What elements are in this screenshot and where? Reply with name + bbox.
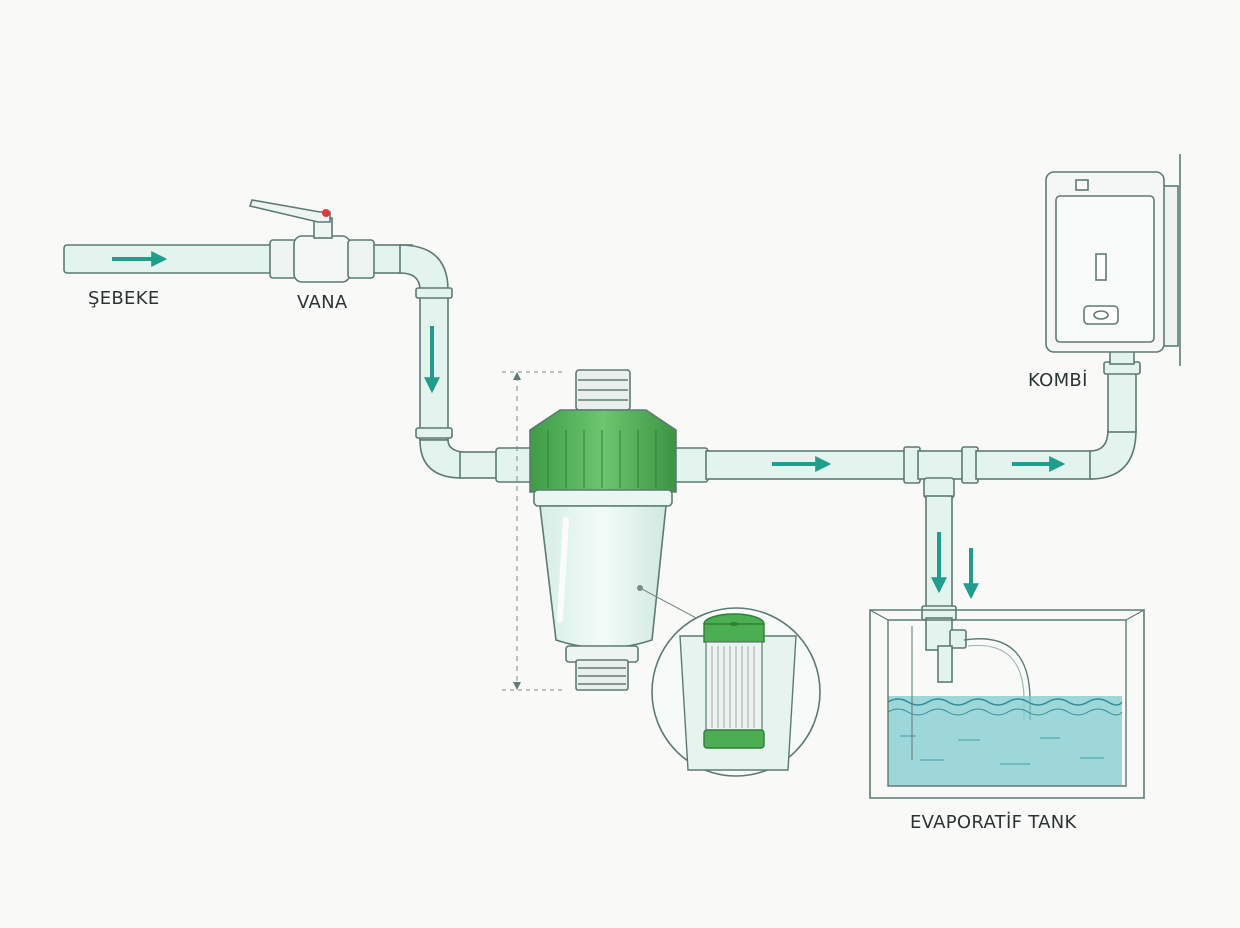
tank-icon bbox=[869, 609, 1145, 799]
tank-label: EVAPORATİF TANK bbox=[910, 812, 1077, 833]
valve-label: VANA bbox=[297, 292, 348, 313]
water-filter-icon bbox=[529, 369, 677, 691]
callout-leader bbox=[639, 587, 701, 621]
filter-inlet-nut bbox=[495, 447, 533, 483]
boiler-pipe bbox=[1107, 369, 1137, 433]
network-label: ŞEBEKE bbox=[88, 288, 160, 309]
height-dimension-line bbox=[502, 371, 566, 691]
supply-pipe bbox=[63, 244, 275, 274]
filter-cartridge-icon bbox=[651, 607, 821, 777]
fill-tube bbox=[963, 638, 1031, 720]
ball-valve-icon[interactable] bbox=[248, 199, 375, 283]
boiler-label: KOMBİ bbox=[1028, 370, 1088, 391]
flow-arrows bbox=[112, 251, 1066, 600]
filter-outlet-nut bbox=[671, 447, 709, 483]
boiler-icon bbox=[1045, 154, 1181, 366]
